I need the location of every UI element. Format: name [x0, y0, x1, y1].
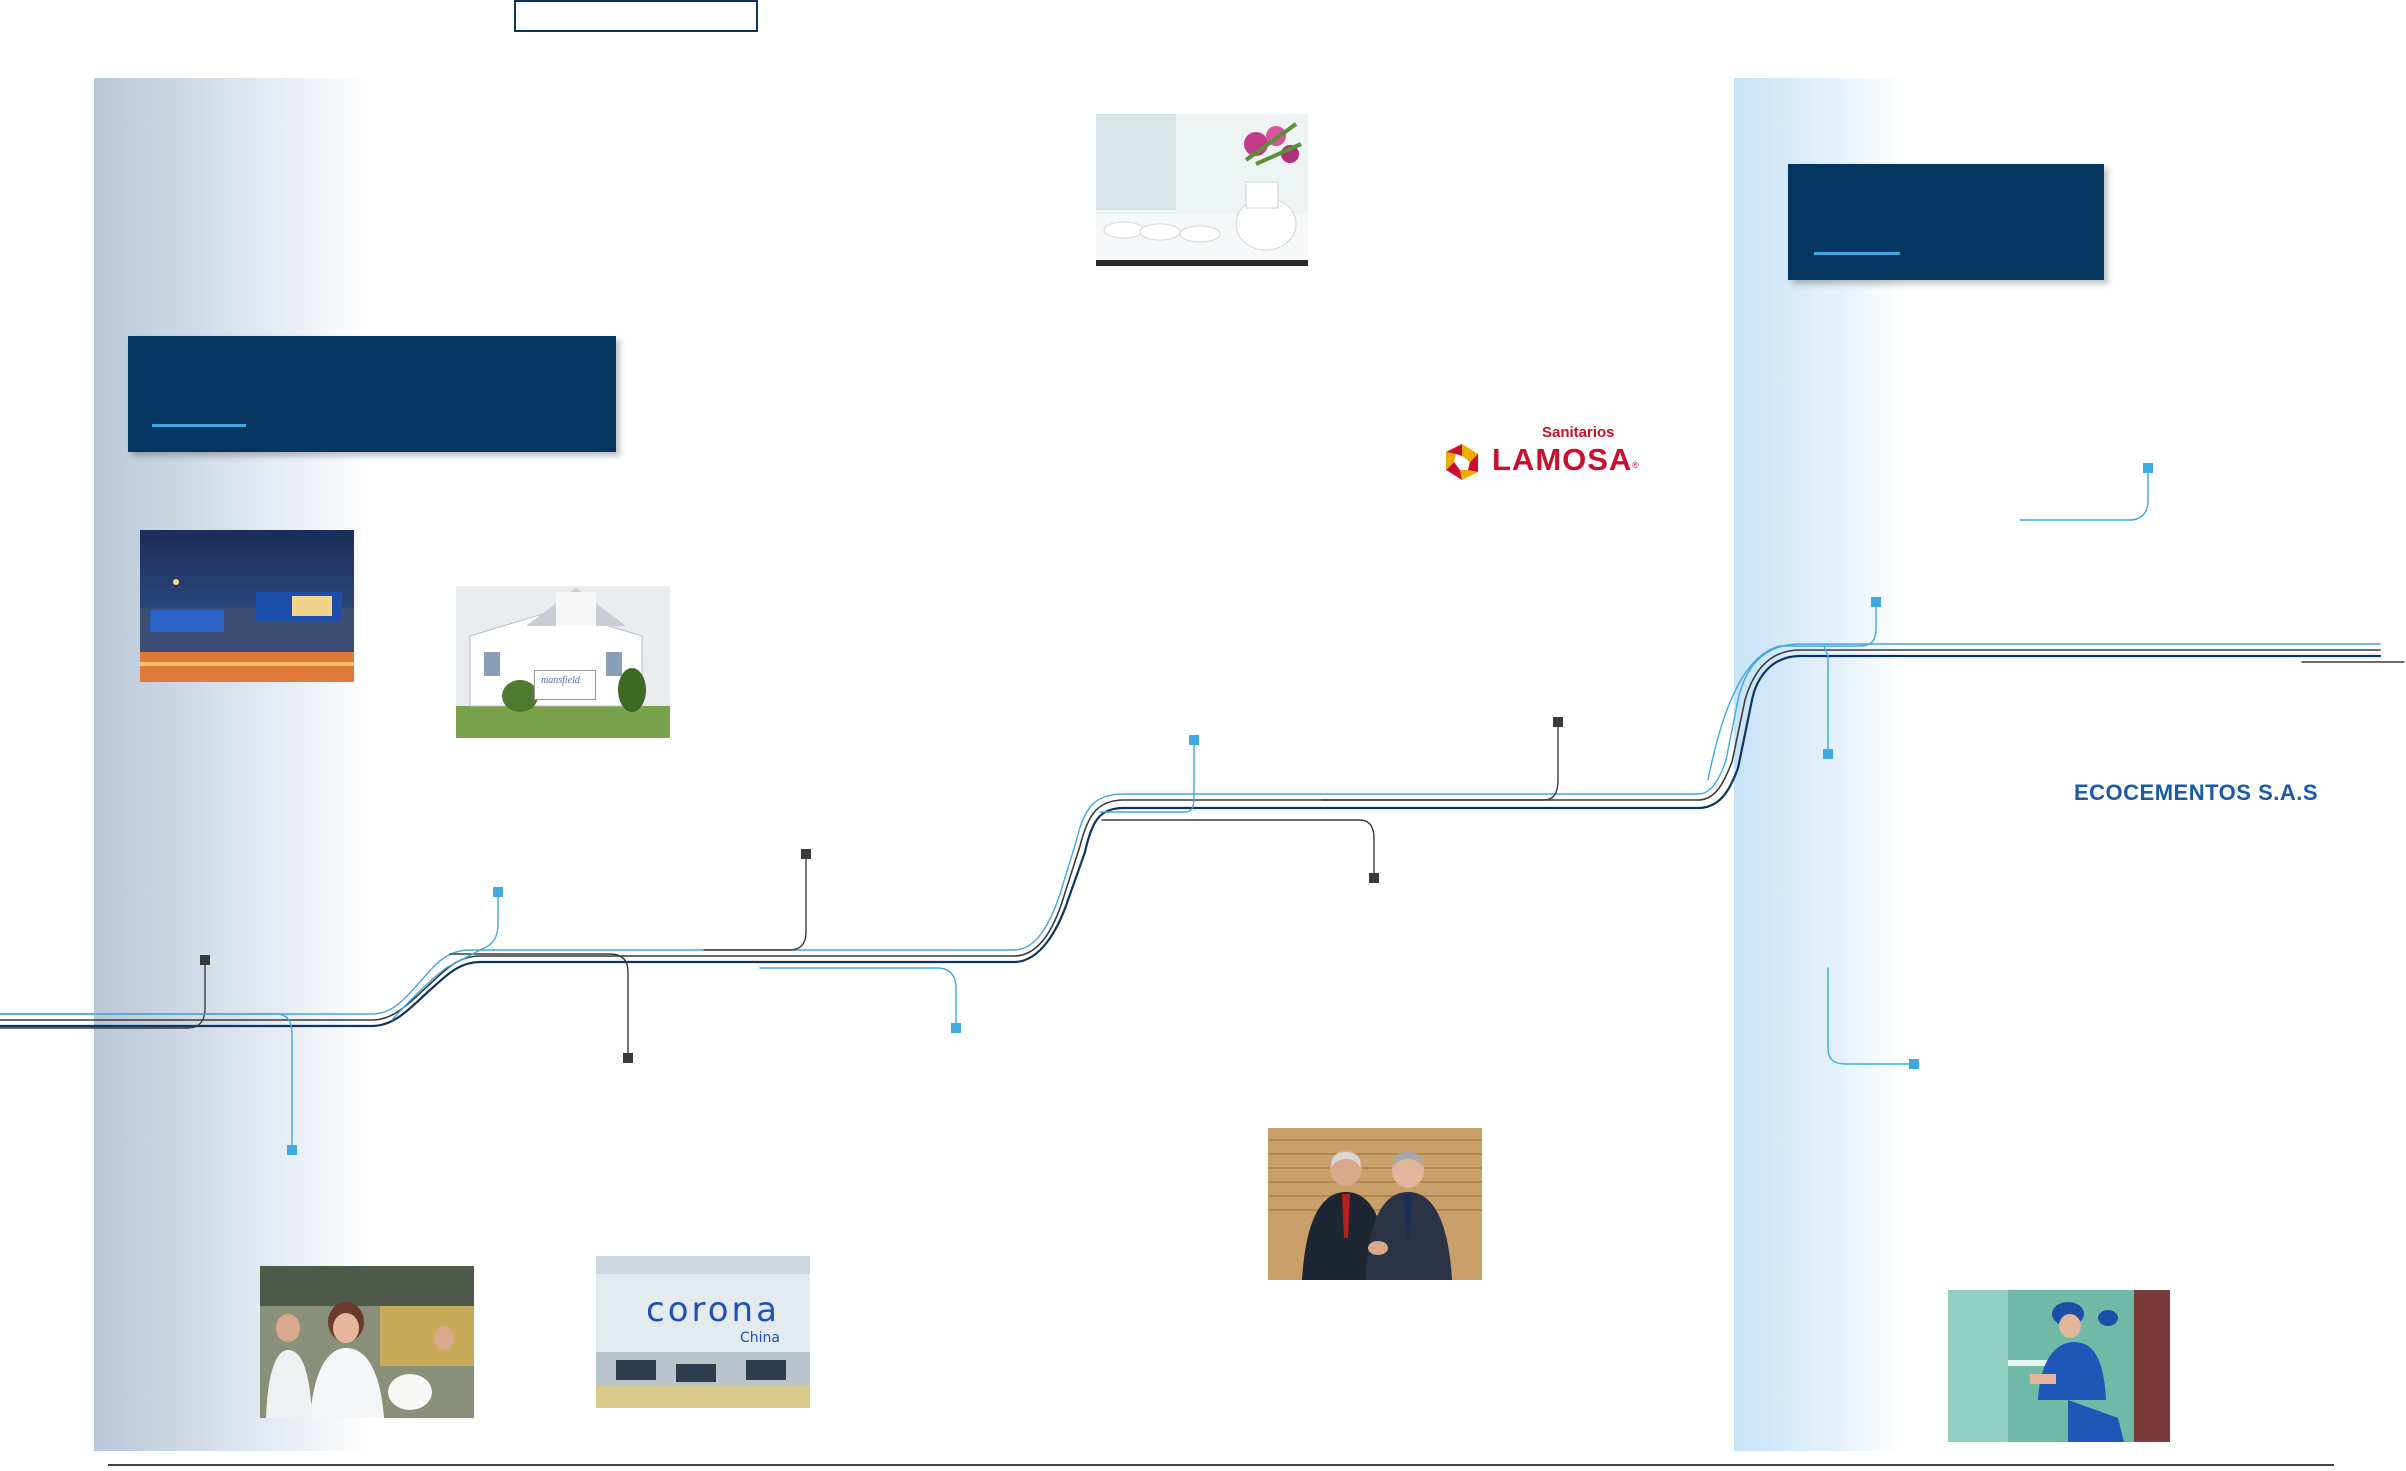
marker-blue [493, 887, 503, 897]
timeline-secondary-line [0, 649, 2381, 1021]
technician-icon [1948, 1290, 2170, 1442]
leader-blue-2 [391, 891, 499, 1021]
lamosa-logo: Sanitarios LAMOSA ® [1436, 422, 1640, 484]
left-gradient-panel [94, 78, 370, 1451]
marker-blue [1823, 749, 1833, 759]
leader-dark-3 [703, 853, 807, 951]
marker-blue [1909, 1059, 1919, 1069]
photo-mansfield-building: mansfield [456, 586, 670, 738]
leader-blue-4 [1099, 739, 1195, 813]
lamosa-name: LAMOSA [1492, 442, 1633, 477]
leader-blue-7 [2019, 467, 2149, 521]
leader-dark-4 [1101, 819, 1375, 879]
footer-rule [108, 1464, 2334, 1466]
marker-blue [1189, 735, 1199, 745]
photo-corona-china: corona China [596, 1256, 810, 1408]
lamosa-registered-mark: ® [1632, 460, 1639, 470]
right-gradient-panel [1734, 78, 1904, 1451]
timeline-light-line [0, 643, 2381, 1015]
leader-blue-6 [1823, 645, 1829, 755]
leader-blue-3 [759, 967, 957, 1029]
leader-blue-5 [1707, 601, 1877, 781]
photo-handshake [1268, 1128, 1482, 1280]
section-header-box-left [128, 336, 616, 452]
office-icon [596, 1256, 810, 1408]
header-accent-rule [152, 424, 246, 427]
mansfield-sign-text: mansfield [541, 675, 580, 686]
corona-china-text: China [740, 1330, 780, 1346]
factory-workers-icon [260, 1266, 474, 1418]
marker-dark [1369, 873, 1379, 883]
marker-dark [801, 849, 811, 859]
mansfield-sign: mansfield [534, 670, 596, 700]
header-frame-box [514, 0, 758, 32]
marker-dark [1553, 717, 1563, 727]
building-icon [456, 586, 670, 738]
corona-logo-text: corona [646, 1290, 780, 1330]
photo-factory-workers [260, 1266, 474, 1418]
marker-blue [287, 1145, 297, 1155]
photo-technician [1948, 1290, 2170, 1442]
lamosa-subtitle: Sanitarios [1542, 424, 1615, 441]
tea-set-icon [1096, 114, 1308, 266]
handshake-icon [1268, 1128, 1482, 1280]
timeline-main-line [0, 654, 2382, 1028]
marker-blue [1871, 597, 1881, 607]
photo-homecenter-store [140, 530, 354, 682]
marker-dark [623, 1053, 633, 1063]
leader-dark-5 [1321, 721, 1559, 801]
section-header-box-right [1788, 164, 2104, 280]
ecocementos-label: ECOCEMENTOS S.A.S [2074, 780, 2319, 805]
leader-blue-1 [0, 1013, 293, 1151]
leader-dark-1 [0, 959, 206, 1029]
marker-blue [951, 1023, 961, 1033]
photo-tableware [1096, 114, 1308, 266]
header-accent-rule [1814, 252, 1900, 255]
store-night-icon [140, 530, 354, 682]
leader-dark-2 [449, 953, 629, 1059]
leader-blue-8 [1827, 967, 1915, 1065]
marker-blue [2143, 463, 2153, 473]
marker-dark [200, 955, 210, 965]
lamosa-emblem-icon [1446, 444, 1478, 480]
